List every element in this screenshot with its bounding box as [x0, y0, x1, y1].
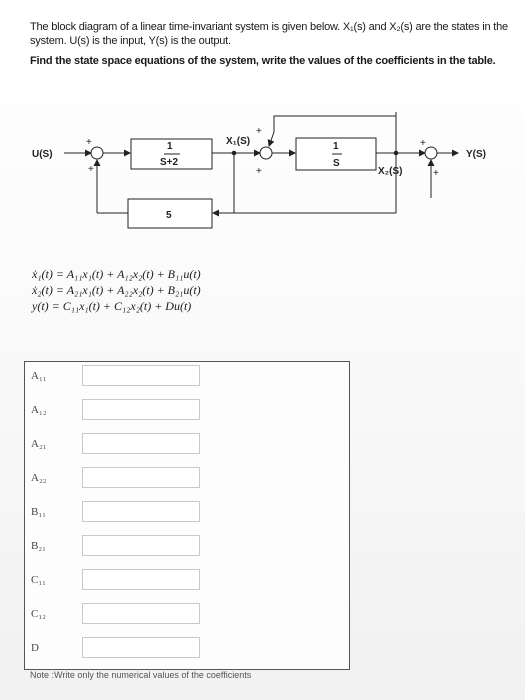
- sign-j1-minus: +: [88, 164, 94, 175]
- equation-x1-dot: ẋ₁(t) = A₁₁x₁(t) + A₁₂x₂(t) + B₁₁u(t): [32, 267, 201, 281]
- coef-input-d[interactable]: [82, 637, 200, 658]
- coef-input-a11[interactable]: [82, 365, 200, 386]
- coef-label-b21: B₂₁: [31, 540, 47, 552]
- summing-junction-3: [424, 146, 438, 160]
- coef-input-c12[interactable]: [82, 603, 200, 624]
- block-integrator: [295, 137, 377, 171]
- table-row: C₁₂: [25, 600, 349, 634]
- block1-denominator: S+2: [160, 157, 179, 168]
- coef-input-a12[interactable]: [82, 399, 200, 420]
- state1-label: X₁(S): [226, 136, 250, 147]
- instruction-note: Note :Write only the numerical values of…: [30, 670, 252, 680]
- table-row: B₂₁: [25, 532, 349, 566]
- integrator-numerator: 1: [333, 141, 339, 152]
- coef-label-a21: A₂₁: [31, 438, 47, 450]
- table-row: D: [25, 634, 349, 668]
- coef-label-d: D: [31, 642, 39, 654]
- output-label: Y(S): [466, 149, 486, 160]
- table-row: A₁₂: [25, 396, 349, 430]
- coef-label-c12: C₁₂: [31, 608, 47, 620]
- gain-value: 5: [166, 210, 172, 221]
- coef-label-a11: A₁₁: [31, 370, 47, 382]
- table-row: C₁₁: [25, 566, 349, 600]
- coef-label-a22: A₂₂: [31, 472, 47, 484]
- sign-j3-plus-bottom: +: [433, 168, 439, 179]
- coef-label-c11: C₁₁: [31, 574, 47, 586]
- coef-input-a21[interactable]: [82, 433, 200, 454]
- coef-label-a12: A₁₂: [31, 404, 47, 416]
- table-row: B₁₁: [25, 498, 349, 532]
- summing-junction-2: [259, 146, 273, 160]
- coef-label-b11: B₁₁: [31, 506, 47, 518]
- coef-input-c11[interactable]: [82, 569, 200, 590]
- equation-x2-dot: ẋ₂(t) = A₂₁x₁(t) + A₂₂x₂(t) + B₂₁u(t): [32, 283, 201, 297]
- question-prompt: The block diagram of a linear time-invar…: [30, 20, 508, 68]
- equation-output: y(t) = C₁₁x₁(t) + C₁₂x₂(t) + Du(t): [32, 299, 192, 313]
- input-label: U(S): [32, 149, 53, 160]
- coef-input-a22[interactable]: [82, 467, 200, 488]
- sign-j3-plus-top: +: [420, 138, 426, 149]
- task-statement: Find the state space equations of the sy…: [30, 55, 496, 67]
- state2-label: X₂(S): [378, 166, 402, 177]
- coef-input-b21[interactable]: [82, 535, 200, 556]
- problem-statement: The block diagram of a linear time-invar…: [30, 21, 508, 47]
- sign-j2-plus-bottom: +: [256, 166, 262, 177]
- sign-j1-plus: +: [86, 137, 92, 148]
- table-row: A₁₁: [25, 362, 349, 396]
- sign-j2-plus-top: +: [256, 126, 262, 137]
- block-gain-5: [127, 198, 213, 229]
- block1-numerator: 1: [167, 141, 173, 152]
- integrator-denominator: S: [333, 158, 340, 169]
- summing-junction-1: [90, 146, 104, 160]
- coefficient-table: A₁₁ A₁₂ A₂₁ A₂₂ B₁₁ B₂₁ C₁₁ C₁₂: [24, 361, 350, 670]
- block-diagram: U(S) + + 1 S+2 X₁(S) + + 1 S X₂(S) + + Y…: [32, 112, 486, 229]
- coef-input-b11[interactable]: [82, 501, 200, 522]
- state-equations: ẋ₁(t) = A₁₁x₁(t) + A₁₂x₂(t) + B₁₁u(t) ẋ₂…: [32, 266, 201, 314]
- table-row: A₂₂: [25, 464, 349, 498]
- table-row: A₂₁: [25, 430, 349, 464]
